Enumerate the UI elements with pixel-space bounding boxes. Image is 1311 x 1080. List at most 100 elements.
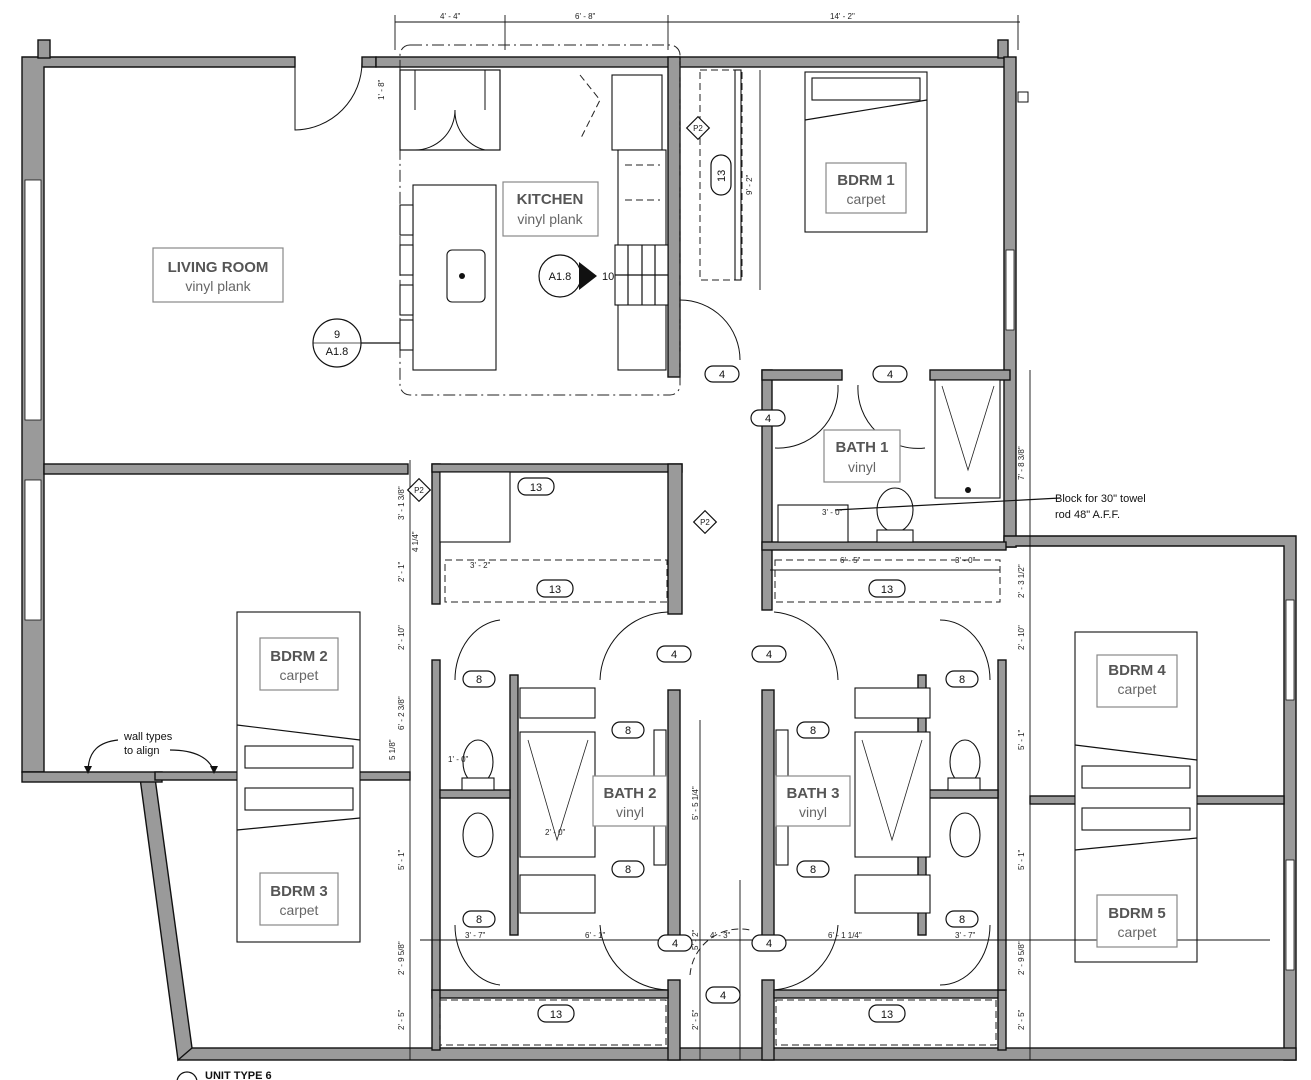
svg-text:P2: P2 — [700, 518, 710, 527]
svg-text:13: 13 — [881, 584, 893, 596]
svg-text:13: 13 — [716, 170, 728, 182]
dim-right-1: 2' - 3 1/2" — [1017, 564, 1026, 598]
room-label-bdrm1: BDRM 1 carpet — [825, 162, 907, 214]
closet-tags: 13 13 13 13 13 13 — [517, 154, 906, 1023]
bath1-fixtures — [777, 379, 1061, 543]
room-name: BATH 1 — [835, 439, 888, 456]
room-label-kitchen: KITCHEN vinyl plank — [502, 181, 599, 237]
wall-type-note: wall types to align — [84, 731, 218, 774]
svg-text:8: 8 — [625, 725, 631, 737]
dim-left-6: 5' - 1" — [397, 849, 406, 870]
svg-text:4: 4 — [720, 990, 726, 1002]
svg-text:13: 13 — [530, 482, 542, 494]
door-swings — [294, 61, 991, 991]
svg-text:4: 4 — [719, 369, 725, 381]
dim-mid-2: 5' - 2" — [691, 929, 700, 950]
room-finish: vinyl — [799, 804, 827, 820]
room-label-bath2: BATH 2 vinyl — [592, 775, 668, 827]
side-dimension-strings — [409, 70, 1270, 1060]
room-finish: carpet — [280, 667, 319, 683]
bath-door-tag: 8 — [462, 910, 496, 928]
door-tags: 4 4 4 4 4 4 4 4 — [656, 365, 908, 1004]
room-label-bath1: BATH 1 vinyl — [823, 429, 901, 483]
door-tag: 4 — [872, 365, 908, 383]
svg-text:8: 8 — [959, 914, 965, 926]
closet-tag: 13 — [868, 579, 906, 598]
door-tag: 4 — [657, 934, 693, 952]
bath-door-tag: 8 — [796, 860, 830, 878]
kitchen-casework — [399, 44, 681, 396]
dim-left-8: 2' - 5" — [397, 1009, 406, 1030]
dim-right-3: 5' - 1" — [1017, 729, 1026, 750]
svg-text:8: 8 — [810, 725, 816, 737]
partition-tag: P2 — [685, 115, 711, 141]
dim-left-4: 2' - 10" — [397, 625, 406, 650]
dim-left-2: 4 1/4" — [411, 531, 420, 552]
dim-bot-3: 4' - 3" — [710, 931, 731, 940]
dim-top-2: 6' - 8" — [575, 12, 596, 21]
dim-right-5: 2' - 9 5/8" — [1017, 941, 1026, 975]
dim-top-1: 4' - 4" — [440, 12, 461, 21]
towel-rod-note: Block for 30" towel rod 48" A.F.F. — [1055, 493, 1146, 521]
svg-text:4: 4 — [766, 649, 772, 661]
dim-bath1-b: 3' - 0" — [955, 556, 976, 565]
svg-text:4: 4 — [887, 369, 893, 381]
top-dimension-string: 4' - 4" 6' - 8" 14' - 2" — [394, 12, 1020, 50]
dim-bot-2: 6' - 1" — [585, 931, 606, 940]
dim-closet-w: 3' - 2" — [470, 561, 491, 570]
svg-text:4: 4 — [672, 938, 678, 950]
svg-text:4: 4 — [766, 938, 772, 950]
bath-door-tag: 8 — [462, 670, 496, 688]
bath-door-tag: 8 — [796, 721, 830, 739]
dim-left-1: 3' - 1 3/8" — [397, 486, 406, 520]
bath2-bath3-fixtures — [461, 687, 981, 914]
dim-right-4: 5' - 1" — [1017, 849, 1026, 870]
door-tag: 4 — [750, 409, 786, 427]
closets — [439, 471, 1001, 1046]
elevation-number: 9 — [334, 329, 340, 341]
room-name: BDRM 1 — [837, 172, 895, 189]
dim-bot-5: 3' - 7" — [955, 931, 976, 940]
room-name: BDRM 3 — [270, 883, 328, 900]
door-tag: 4 — [751, 645, 787, 663]
room-finish: vinyl — [848, 459, 876, 475]
svg-text:8: 8 — [476, 674, 482, 686]
room-finish: carpet — [847, 191, 886, 207]
room-label-bath3: BATH 3 vinyl — [775, 775, 851, 827]
room-name: BDRM 4 — [1108, 662, 1166, 679]
svg-text:P2: P2 — [693, 124, 703, 133]
dim-bot-1: 3' - 7" — [465, 931, 486, 940]
room-name: BATH 3 — [786, 785, 839, 802]
beds — [236, 611, 1198, 963]
room-name: BDRM 2 — [270, 648, 328, 665]
room-finish: carpet — [1118, 924, 1157, 940]
closet-tag: 13 — [536, 579, 574, 598]
room-name: BATH 2 — [603, 785, 656, 802]
svg-text:13: 13 — [549, 584, 561, 596]
dim-mid-1: 5' - 5 1/4" — [691, 786, 700, 820]
closet-tag: 13 — [710, 154, 732, 196]
note-line-2: to align — [124, 745, 159, 757]
closet-tag: 13 — [868, 1004, 906, 1023]
bath-door-tag: 8 — [611, 721, 645, 739]
room-finish: vinyl plank — [517, 211, 583, 227]
room-label-living: LIVING ROOM vinyl plank — [152, 247, 284, 303]
svg-text:P2: P2 — [414, 486, 424, 495]
dim-bot-4: 6' - 1 1/4" — [828, 931, 862, 940]
dim-top-3: 14' - 2" — [830, 12, 855, 21]
bath-door-tags: 8 8 8 8 8 8 8 8 — [462, 670, 979, 928]
door-tag: 4 — [705, 986, 741, 1004]
svg-text:13: 13 — [881, 1009, 893, 1021]
dim-shower-w: 2' - 0" — [545, 828, 566, 837]
dim-wc-w: 1' - 0" — [448, 755, 469, 764]
dim-right-2: 2' - 10" — [1017, 625, 1026, 650]
svg-text:8: 8 — [959, 674, 965, 686]
svg-text:13: 13 — [550, 1009, 562, 1021]
dimension-labels: 1' - 8" 9' - 2" 7' - 8 3/8" 2' - 3 1/2" … — [377, 79, 1026, 1030]
elevation-sheet: A1.8 — [326, 346, 349, 358]
room-name: KITCHEN — [517, 191, 584, 208]
dim-bath1-c: 3' - 0" — [822, 508, 843, 517]
bath-door-tag: 8 — [611, 860, 645, 878]
partition-tag: P2 — [692, 509, 718, 535]
dim-left-3: 2' - 1" — [397, 561, 406, 582]
